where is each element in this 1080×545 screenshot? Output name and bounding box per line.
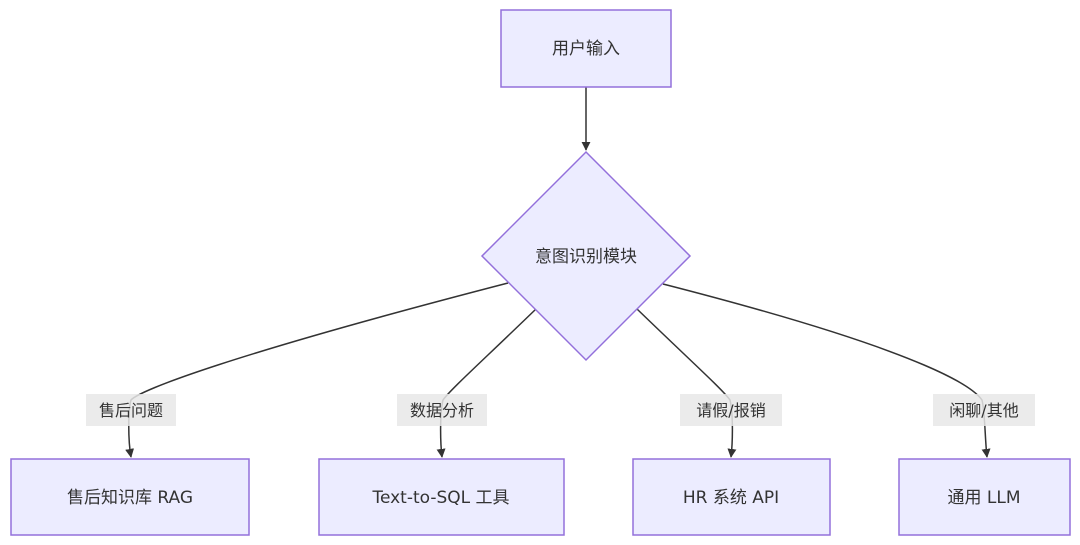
node-intent-recognition: 意图识别模块	[480, 150, 692, 362]
edge-intent-to-rag	[125, 282, 509, 458]
node-hr-api-label: HR 系统 API	[683, 488, 779, 508]
edge-label-data-analysis-text: 数据分析	[410, 401, 474, 420]
node-intent-recognition-label: 意图识别模块	[535, 247, 637, 267]
edge-label-leave-reimburse: 请假/报销	[680, 394, 782, 426]
edge-intent-to-llm	[662, 283, 991, 458]
edge-label-after-sales: 售后问题	[86, 394, 176, 426]
edge-intent-to-hr	[636, 308, 737, 458]
edge-label-chat-other: 闲聊/其他	[933, 394, 1035, 426]
edge-label-chat-other-text: 闲聊/其他	[949, 401, 1018, 420]
node-text-to-sql-label: Text-to-SQL 工具	[371, 488, 509, 508]
node-text-to-sql: Text-to-SQL 工具	[318, 458, 565, 536]
node-general-llm-label: 通用 LLM	[947, 488, 1020, 508]
node-hr-api: HR 系统 API	[632, 458, 831, 536]
edge-label-after-sales-text: 售后问题	[99, 401, 163, 420]
node-user-input-label: 用户输入	[552, 39, 620, 59]
edge-label-leave-reimburse-text: 请假/报销	[696, 401, 765, 420]
node-after-sales-rag-label: 售后知识库 RAG	[67, 488, 193, 508]
node-general-llm: 通用 LLM	[898, 458, 1071, 536]
edge-label-data-analysis: 数据分析	[397, 394, 487, 426]
edge-intent-to-sql	[436, 308, 537, 458]
node-after-sales-rag: 售后知识库 RAG	[10, 458, 250, 536]
node-user-input: 用户输入	[500, 9, 672, 88]
